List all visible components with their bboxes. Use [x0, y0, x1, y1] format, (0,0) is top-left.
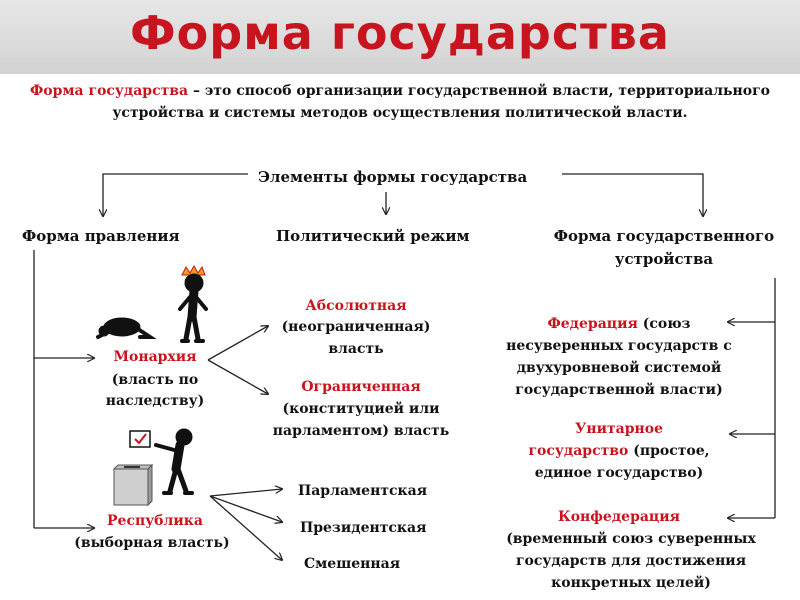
- king-figure-icon: [180, 266, 206, 341]
- ballot-paper-icon: [130, 431, 150, 447]
- limited-monarchy: Ограниченная: [266, 378, 456, 397]
- column-structure: Форма государственного устройства: [534, 227, 794, 269]
- federation-name: Федерация: [547, 316, 637, 332]
- column-government: Форма правления: [22, 227, 180, 246]
- republic-name: Республика: [90, 512, 220, 531]
- monarchy-desc-line1: (власть по: [95, 371, 215, 390]
- absolute-desc-line1: (неограниченная): [276, 318, 436, 337]
- limited-desc-line1: (конституцией или: [266, 400, 456, 419]
- federation-desc-a: (союз: [643, 316, 691, 332]
- federation-desc-line1: несуверенных государств с: [492, 337, 746, 356]
- voter-figure-icon: [156, 429, 192, 493]
- republic-desc: (выборная власть): [62, 534, 242, 553]
- unitary-line2: государство (простое,: [500, 442, 738, 461]
- limited-desc-line2: парламентом) власть: [266, 422, 456, 441]
- republic-type-presidential: Президентская: [300, 519, 426, 538]
- republic-type-parliamentary: Парламентская: [298, 482, 427, 501]
- column-structure-line2: устройства: [534, 250, 794, 269]
- unitary-name-line2: государство: [528, 443, 628, 459]
- ballot-box-icon: [114, 465, 152, 505]
- confederation-name: Конфедерация: [510, 508, 728, 527]
- monarchy-illustration: [90, 265, 220, 345]
- bowing-figure-icon: [98, 318, 150, 337]
- republic-illustration: [108, 425, 208, 510]
- confederation-desc-line2: государств для достижения: [492, 552, 770, 571]
- absolute-desc-line2: власть: [276, 340, 436, 359]
- confederation-desc-line1: (временный союз суверенных: [492, 530, 770, 549]
- confederation-desc-line3: конкретных целей): [492, 574, 770, 593]
- elements-label: Элементы формы государства: [258, 168, 527, 187]
- unitary-desc-a: (простое,: [633, 443, 709, 459]
- monarchy-desc-line2: наследству): [95, 392, 215, 411]
- republic-type-mixed: Смешенная: [304, 555, 400, 574]
- federation-desc-line3: государственной власти): [492, 381, 746, 400]
- unitary-name-line1: Унитарное: [510, 420, 728, 439]
- federation-desc-line2: двухуровневой системой: [492, 359, 746, 378]
- column-regime: Политический режим: [276, 227, 470, 246]
- unitary-desc-line2: единое государство): [500, 464, 738, 483]
- column-structure-line1: Форма государственного: [534, 227, 794, 246]
- monarchy-name: Монархия: [100, 348, 210, 367]
- federation-line1: Федерация (союз: [492, 315, 746, 334]
- absolute-monarchy: Абсолютная: [276, 297, 436, 316]
